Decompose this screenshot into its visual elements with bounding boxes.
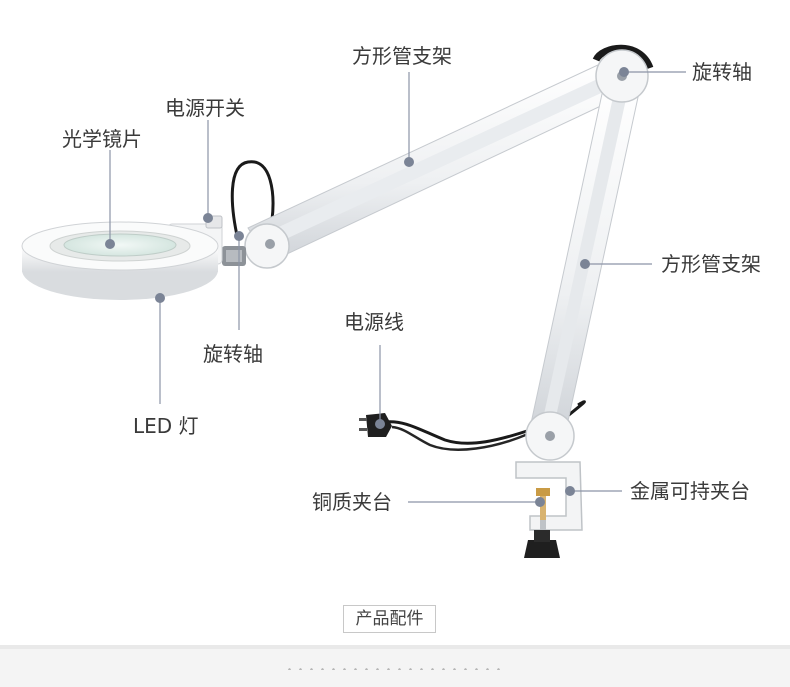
lamp-head	[21, 215, 223, 300]
square-tube-arm-upper	[247, 63, 623, 263]
section-band	[0, 645, 790, 687]
square-tube-arm-lower	[529, 79, 641, 436]
label-square-tube-upper: 方形管支架	[352, 44, 452, 68]
clamp-base	[515, 411, 583, 558]
head-rotation-joint	[222, 223, 290, 269]
head-cord	[230, 160, 275, 241]
section-band-edge	[0, 645, 790, 649]
label-rotation-axis-head: 旋转轴	[203, 342, 263, 366]
label-copper-clamp: 铜质夹台	[312, 490, 392, 514]
callout-dots	[105, 67, 629, 507]
label-power-switch: 电源开关	[165, 96, 245, 120]
label-power-cord: 电源线	[344, 310, 404, 334]
label-rotation-axis-top: 旋转轴	[692, 60, 752, 84]
leader-lines	[109, 71, 686, 503]
dotted-divider	[284, 668, 506, 670]
label-metal-clamp: 金属可持夹台	[630, 479, 750, 503]
section-title-accessories: 产品配件	[343, 605, 436, 633]
label-square-tube-lower: 方形管支架	[661, 252, 761, 276]
label-led-light: LED 灯	[133, 414, 199, 438]
label-lens: 光学镜片	[62, 127, 142, 151]
